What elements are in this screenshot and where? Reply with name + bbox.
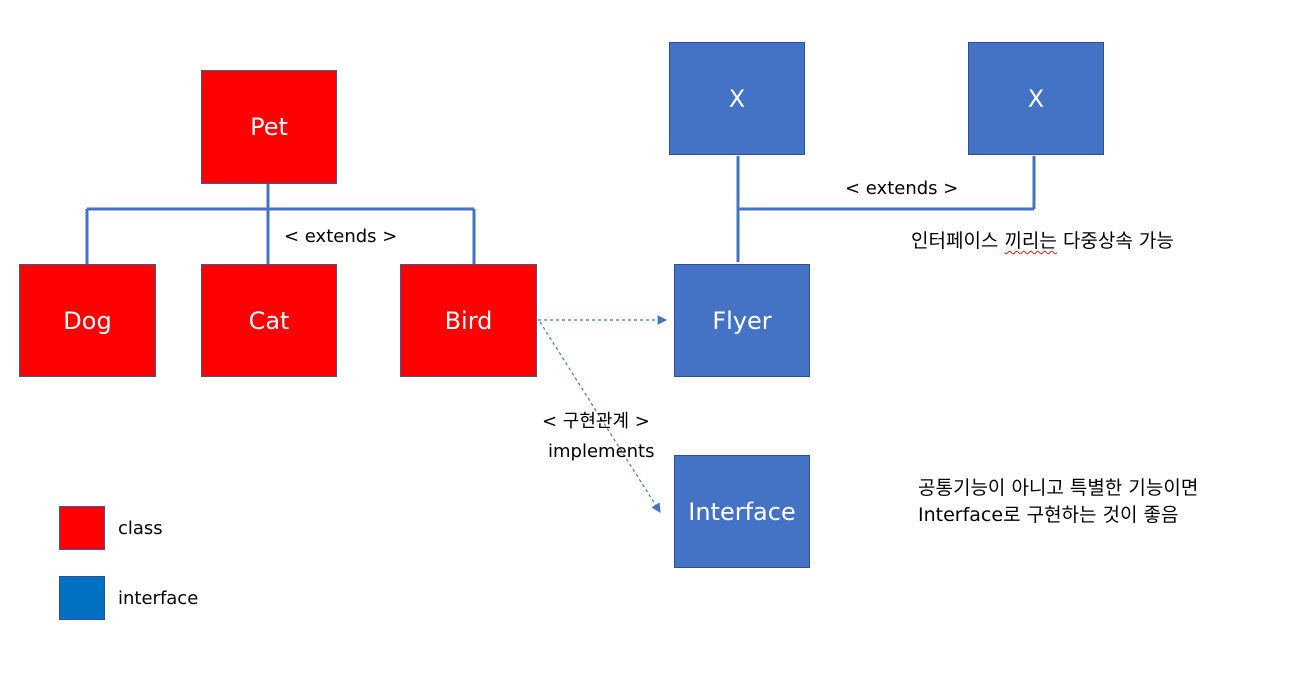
pet-class-box: Pet — [201, 70, 337, 184]
cat-label: Cat — [248, 306, 290, 335]
legend-class-label: class — [118, 518, 163, 539]
flyer-interface-box: Flyer — [674, 264, 810, 377]
extends-label-right: < extends > — [845, 178, 959, 199]
multi-inheritance-note-prefix: 인터페이스 — [911, 230, 1005, 252]
special-feature-note: 공통기능이 아니고 특별한 기능이면 Interface로 구현하는 것이 좋음 — [918, 475, 1198, 529]
multi-inheritance-note-suffix: 다중상속 가능 — [1056, 230, 1174, 252]
interface-box: Interface — [674, 455, 810, 568]
implements-korean-label: < 구현관계 > — [542, 411, 650, 432]
x2-interface-box: X — [968, 42, 1104, 155]
dog-label: Dog — [63, 306, 112, 335]
special-feature-note-line1: 공통기능이 아니고 특별한 기능이면 — [918, 477, 1199, 499]
interface-label: Interface — [688, 497, 796, 526]
x2-label: X — [1027, 84, 1045, 113]
multi-inheritance-note-squiggle: 끼리는 — [1004, 230, 1057, 252]
cat-class-box: Cat — [201, 264, 337, 377]
legend-interface-label: interface — [118, 588, 199, 609]
x1-label: X — [728, 84, 746, 113]
legend-interface-swatch — [59, 576, 105, 620]
bird-class-box: Bird — [400, 264, 537, 377]
dog-class-box: Dog — [19, 264, 156, 377]
pet-label: Pet — [250, 113, 288, 141]
bird-to-interface-arrow — [539, 321, 661, 514]
x1-interface-box: X — [669, 42, 805, 155]
legend-class-swatch — [59, 506, 105, 550]
extends-label-left: < extends > — [284, 226, 398, 247]
bird-label: Bird — [444, 306, 493, 335]
flyer-label: Flyer — [712, 306, 772, 335]
special-feature-note-line2: Interface로 구현하는 것이 좋음 — [918, 504, 1179, 526]
implements-label: implements — [548, 441, 655, 462]
multi-inheritance-note: 인터페이스 끼리는 다중상속 가능 — [911, 228, 1174, 255]
